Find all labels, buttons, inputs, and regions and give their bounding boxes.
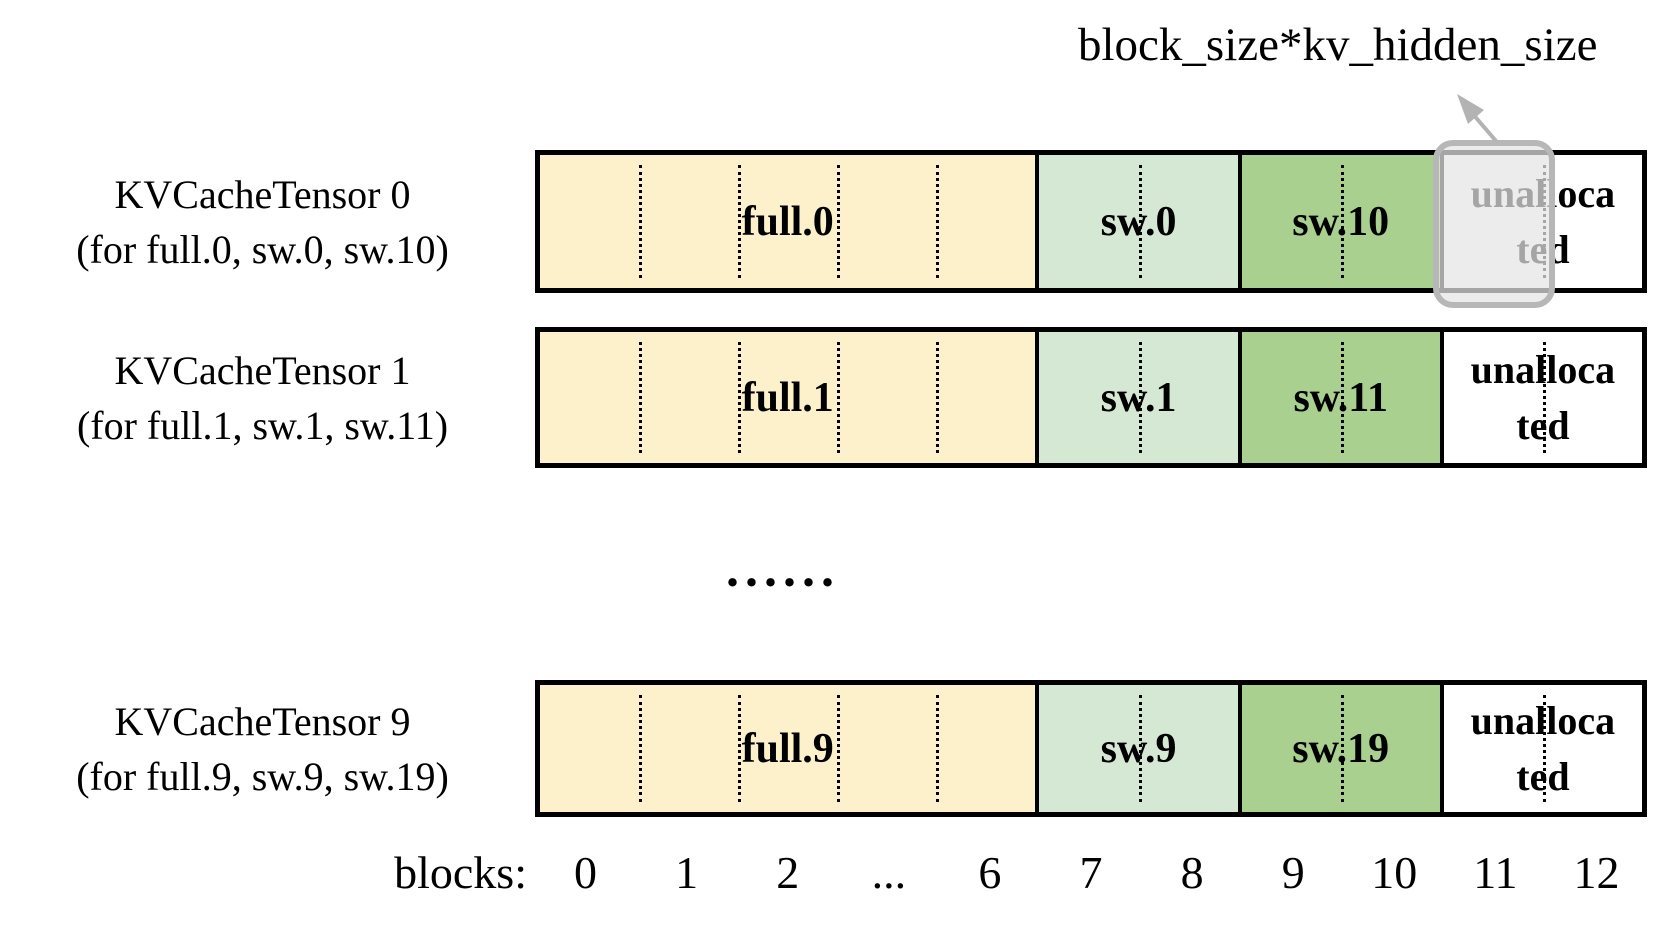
axis-tick-9: 9 xyxy=(1281,847,1305,898)
blocks-axis-caption: blocks: xyxy=(394,847,527,898)
segment-full-9-label: full.9 xyxy=(741,725,834,772)
axis-tick-8: 8 xyxy=(1180,847,1204,898)
tensor-row-1-title: KVCacheTensor 1 xyxy=(114,347,411,393)
blocks-axis: blocks: 0 1 2 ... 6 7 8 9 10 11 12 xyxy=(0,843,1676,903)
segment-sw-10: sw.10 xyxy=(1237,155,1440,288)
block-divider xyxy=(639,695,643,802)
rows-ellipsis: ...... xyxy=(726,541,840,598)
block-divider xyxy=(936,695,940,802)
segment-sw-11: sw.11 xyxy=(1237,332,1440,463)
segment-full-9: full.9 xyxy=(540,685,1036,812)
tensor-row-1-subtitle: (for full.1, sw.1, sw.11) xyxy=(76,402,449,448)
axis-tick-10: 10 xyxy=(1371,847,1418,898)
segment-sw-0: sw.0 xyxy=(1035,155,1238,288)
tensor-row-0-label: KVCacheTensor 0 (for full.0, sw.0, sw.10… xyxy=(10,150,515,293)
tensor-row-1-label: KVCacheTensor 1 (for full.1, sw.1, sw.11… xyxy=(10,327,515,468)
block-divider xyxy=(639,165,643,278)
segment-sw-0-label: sw.0 xyxy=(1100,198,1177,245)
tensor-row-9-title: KVCacheTensor 9 xyxy=(114,698,411,744)
tensor-row-1-bar: full.1 sw.1 sw.11 unalloca ted xyxy=(535,327,1647,468)
segment-sw-10-label: sw.10 xyxy=(1292,198,1390,245)
segment-sw-11-label: sw.11 xyxy=(1293,374,1388,421)
block-divider xyxy=(837,695,841,802)
segment-unallocated-1-label: unalloca ted xyxy=(1470,346,1616,448)
segment-sw-19: sw.19 xyxy=(1237,685,1440,812)
tensor-row-0-subtitle: (for full.0, sw.0, sw.10) xyxy=(76,226,449,272)
segment-sw-19-label: sw.19 xyxy=(1292,725,1390,772)
axis-tick-0: 0 xyxy=(574,847,598,898)
block-divider xyxy=(1340,342,1344,453)
block-divider xyxy=(738,165,742,278)
segment-sw-1: sw.1 xyxy=(1035,332,1238,463)
block-size-highlight-ring xyxy=(1433,140,1555,308)
block-divider xyxy=(837,165,841,278)
tensor-row-0: KVCacheTensor 0 (for full.0, sw.0, sw.10… xyxy=(0,150,1676,293)
block-divider xyxy=(1138,165,1142,278)
block-divider xyxy=(1542,342,1546,453)
block-divider xyxy=(1138,695,1142,802)
segment-full-0-label: full.0 xyxy=(741,198,834,245)
axis-tick-gap: ... xyxy=(871,847,907,898)
tensor-row-9-subtitle: (for full.9, sw.9, sw.19) xyxy=(76,753,449,799)
block-divider xyxy=(1542,695,1546,802)
block-divider xyxy=(936,342,940,453)
segment-sw-1-label: sw.1 xyxy=(1100,374,1177,421)
axis-tick-7: 7 xyxy=(1079,847,1103,898)
block-divider xyxy=(936,165,940,278)
axis-tick-6: 6 xyxy=(978,847,1002,898)
tensor-row-1: KVCacheTensor 1 (for full.1, sw.1, sw.11… xyxy=(0,327,1676,468)
tensor-row-9-label: KVCacheTensor 9 (for full.9, sw.9, sw.19… xyxy=(10,680,515,817)
tensor-row-0-title: KVCacheTensor 0 xyxy=(114,171,411,217)
tensor-row-9-bar: full.9 sw.9 sw.19 unalloca ted xyxy=(535,680,1647,817)
segment-unallocated-9-label: unalloca ted xyxy=(1470,697,1616,799)
segment-full-0: full.0 xyxy=(540,155,1036,288)
axis-tick-2: 2 xyxy=(776,847,800,898)
segment-sw-9-label: sw.9 xyxy=(1100,725,1177,772)
block-divider xyxy=(639,342,643,453)
segment-unallocated-9: unalloca ted xyxy=(1439,685,1643,812)
axis-tick-1: 1 xyxy=(675,847,699,898)
block-divider xyxy=(1340,165,1344,278)
block-divider xyxy=(1340,695,1344,802)
segment-sw-9: sw.9 xyxy=(1035,685,1238,812)
axis-tick-12: 12 xyxy=(1573,847,1620,898)
axis-tick-11: 11 xyxy=(1473,847,1518,898)
blocks-axis-ticks: 0 1 2 ... 6 7 8 9 10 11 12 xyxy=(535,843,1647,903)
segment-full-1-label: full.1 xyxy=(741,374,834,421)
block-divider xyxy=(738,695,742,802)
block-divider xyxy=(738,342,742,453)
tensor-row-9: KVCacheTensor 9 (for full.9, sw.9, sw.19… xyxy=(0,680,1676,817)
block-size-annotation: block_size*kv_hidden_size xyxy=(1078,19,1598,71)
segment-full-1: full.1 xyxy=(540,332,1036,463)
segment-unallocated-1: unalloca ted xyxy=(1439,332,1643,463)
block-divider xyxy=(1138,342,1142,453)
block-divider xyxy=(837,342,841,453)
